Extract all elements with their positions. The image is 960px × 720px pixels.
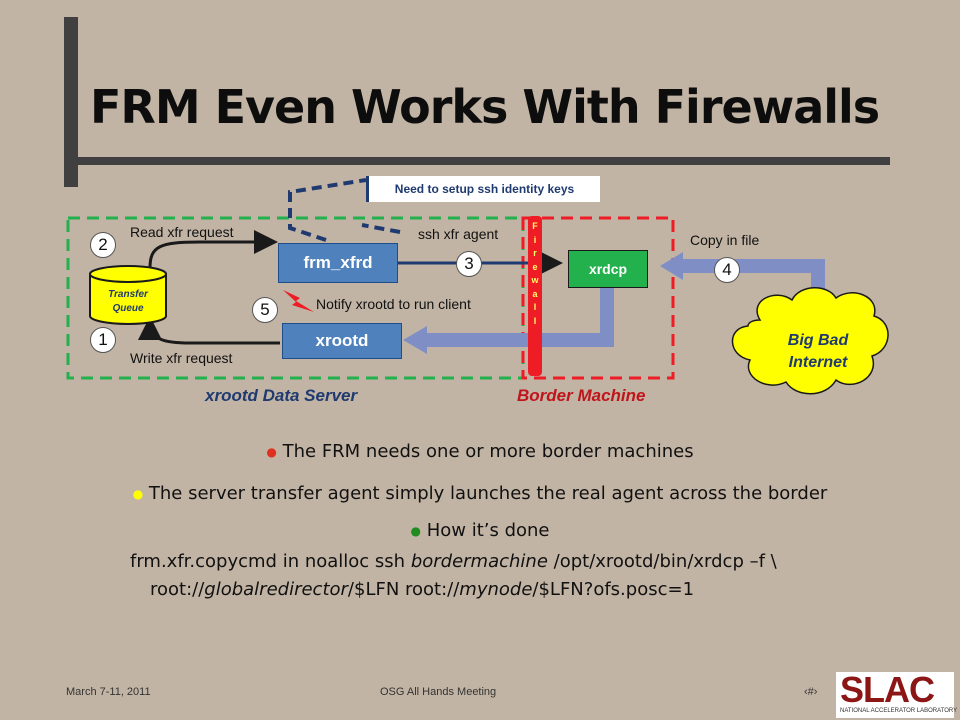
cloud-line-2: Internet bbox=[788, 354, 848, 371]
step-5-badge: 5 bbox=[252, 297, 278, 323]
bullet-3: ● How it’s done bbox=[0, 520, 960, 541]
command-part: bordermachine bbox=[410, 551, 548, 572]
bullet-2: ● The server transfer agent simply launc… bbox=[0, 483, 960, 504]
write-label: Write xfr request bbox=[130, 350, 233, 366]
firewall-letter: l bbox=[533, 302, 537, 312]
command-part: frm.xfr.copycmd in noalloc ssh bbox=[130, 551, 411, 572]
callout-text: Need to setup ssh identity keys bbox=[394, 182, 575, 196]
command-part: /opt/xrootd/bin/xrdcp –f \ bbox=[547, 551, 777, 572]
firewall-letter: w bbox=[531, 275, 539, 285]
ssh-key-link bbox=[288, 178, 367, 242]
bullet-dot-icon: ● bbox=[132, 487, 144, 501]
title-accent-horizontal bbox=[64, 157, 890, 165]
copy-in-arrowhead bbox=[660, 252, 683, 280]
bullet-text: The FRM needs one or more border machine… bbox=[282, 441, 694, 462]
title-accent-vertical bbox=[64, 17, 78, 187]
command-line-1: frm.xfr.copycmd in noalloc ssh bordermac… bbox=[130, 551, 777, 572]
ssh-key-link-2 bbox=[361, 223, 401, 234]
firewall-letter: i bbox=[533, 234, 537, 245]
slac-logo: SLAC NATIONAL ACCELERATOR LABORATORY bbox=[836, 669, 958, 718]
bullet-dot-icon: ● bbox=[410, 524, 421, 538]
command-part: /$LFN?ofs.posc=1 bbox=[532, 579, 695, 600]
footer-date: March 7-11, 2011 bbox=[66, 686, 151, 698]
command-part: mynode bbox=[459, 579, 533, 600]
step-4-badge: 4 bbox=[714, 257, 740, 283]
step-3-badge: 3 bbox=[456, 251, 482, 277]
queue-line-1: Transfer bbox=[108, 289, 148, 300]
firewall-letter: r bbox=[533, 248, 537, 258]
bullet-dot-icon: ● bbox=[266, 445, 277, 459]
queue-line-2: Queue bbox=[112, 303, 144, 314]
firewall-letter: e bbox=[532, 261, 538, 272]
command-part: globalredirector bbox=[204, 579, 348, 600]
command-part: /$LFN root:// bbox=[347, 579, 460, 600]
cloud-label: Big Bad Internet bbox=[752, 330, 884, 374]
command-part: root:// bbox=[150, 579, 205, 600]
command-line-2: root://globalredirector/$LFN root://myno… bbox=[150, 579, 694, 600]
bullet-text: How it’s done bbox=[426, 520, 550, 541]
ssh-label: ssh xfr agent bbox=[418, 226, 499, 242]
xrdcp-box: xrdcp bbox=[568, 250, 648, 288]
data-pipe bbox=[425, 285, 614, 347]
ssh-keys-callout: Need to setup ssh identity keys bbox=[366, 176, 600, 202]
firewall-letter: F bbox=[532, 221, 538, 231]
bullet-1: ● The FRM needs one or more border machi… bbox=[0, 441, 960, 462]
step-1-badge: 1 bbox=[90, 327, 116, 353]
footer-page-number: ‹#› bbox=[804, 686, 818, 698]
lightning-bolt-icon bbox=[283, 290, 314, 312]
notify-label: Notify xrootd to run client bbox=[316, 296, 471, 312]
read-label: Read xfr request bbox=[130, 224, 234, 240]
xrootd-box: xrootd bbox=[282, 323, 402, 359]
firewall-letter: l bbox=[533, 315, 537, 326]
frm-xfrd-box: frm_xfrd bbox=[278, 243, 398, 283]
cloud-line-1: Big Bad bbox=[787, 332, 849, 349]
footer-event: OSG All Hands Meeting bbox=[380, 686, 497, 698]
transfer-queue-label: Transfer Queue bbox=[90, 288, 166, 316]
cloud-shape bbox=[731, 287, 889, 395]
data-server-label: xrootd Data Server bbox=[205, 386, 358, 405]
step-2-badge: 2 bbox=[90, 232, 116, 258]
page-title: FRM Even Works With Firewalls bbox=[90, 80, 880, 134]
transfer-queue-cylinder bbox=[89, 265, 167, 325]
bullet-text: The server transfer agent simply launche… bbox=[148, 483, 828, 504]
border-machine-label: Border Machine bbox=[517, 386, 646, 405]
data-pipe-arrowhead bbox=[403, 326, 427, 354]
border-machine-zone bbox=[521, 216, 675, 380]
read-arrow bbox=[148, 230, 278, 269]
write-arrow bbox=[138, 316, 280, 345]
copy-label: Copy in file bbox=[690, 232, 760, 248]
firewall-letter: a bbox=[532, 288, 538, 299]
firewall-strip bbox=[528, 216, 542, 376]
slac-logo-subtitle: NATIONAL ACCELERATOR LABORATORY bbox=[840, 708, 958, 714]
slac-logo-text: SLAC bbox=[840, 669, 935, 710]
